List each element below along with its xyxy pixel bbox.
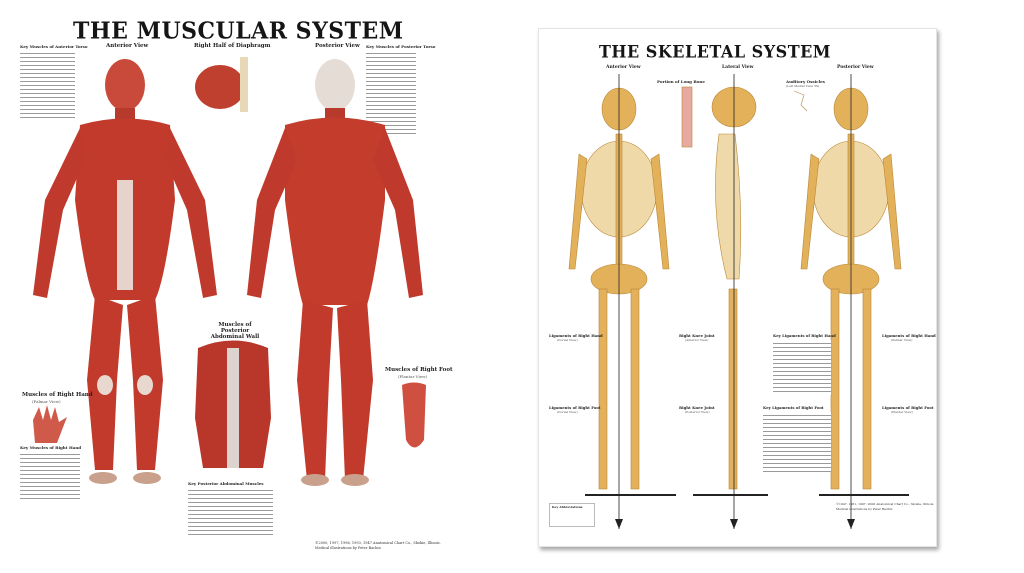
section-label: Lateral View (722, 65, 754, 70)
section-label: Ligaments of Right Foot (882, 405, 934, 410)
section-label: Ligaments of Right Foot (549, 405, 601, 410)
section-label: Muscles of Right Hand (22, 392, 93, 398)
section-sublabel: (Plantar View) (398, 374, 428, 379)
posterior-abdominal-illustration (195, 340, 271, 468)
hand-muscle-illustration (33, 405, 67, 443)
section-label: Anterior View (606, 65, 641, 70)
poster-title: THE MUSCULAR SYSTEM (73, 17, 404, 45)
key-list (20, 50, 75, 120)
section-label: Muscles of Right Foot (385, 367, 453, 373)
section-sublabel: (Dorsal View) (557, 338, 578, 342)
abbreviations-box: Key Abbreviations (549, 503, 595, 527)
section-sublabel: (Plantar View) (891, 410, 913, 414)
section-label: Anterior View (106, 43, 149, 49)
section-sublabel: (Left Medial View 3X) (786, 84, 820, 88)
section-label: Posterior View (315, 43, 360, 49)
copyright: ©1947, 1961, 1997, 2000 Anatomical Chart… (836, 502, 935, 506)
section-label: Right Knee Joint (679, 333, 715, 338)
section-label: Posterior View (837, 65, 874, 70)
key-list (20, 451, 80, 501)
poster-title: THE SKELETAL SYSTEM (599, 41, 831, 62)
key-list (188, 487, 273, 537)
section-label: Muscles of Posterior Abdominal Wall (210, 322, 260, 340)
section-label: Key Ligaments of Right Hand (773, 333, 836, 338)
anterior-muscle-figure (33, 59, 217, 484)
section-label: Key Muscles of Posterior Torso (366, 44, 436, 49)
section-label: Ligaments of Right Hand (549, 333, 603, 338)
section-label: Key Muscles of Anterior Torso (20, 44, 88, 49)
copyright: ©2000, 1997, 1996, 1993, 1947 Anatomical… (315, 541, 441, 545)
skeletal-system-poster: THE SKELETAL SYSTEM Anterior View Portio… (538, 28, 937, 547)
section-sublabel: (Posterior View) (685, 410, 710, 414)
key-list (773, 340, 831, 395)
section-sublabel: (Dorsal View) (557, 410, 578, 414)
key-list (763, 412, 831, 472)
section-label: Right Knee Joint (679, 405, 715, 410)
section-label: Key Posterior Abdominal Muscles (188, 481, 264, 486)
section-label: Key Muscles of Right Hand (20, 445, 82, 450)
skeleton-figures (568, 74, 909, 529)
section-label: Portion of Long Bone (657, 79, 705, 84)
section-sublabel: (Palmar View) (32, 399, 61, 404)
section-sublabel: (Palmar View) (891, 338, 913, 342)
section-label: Key Abbreviations (552, 505, 583, 509)
posterior-muscle-figure (247, 59, 423, 486)
section-sublabel: (Anterior View) (685, 338, 709, 342)
credit: Medical illustrations by Peter Bachin (315, 546, 381, 550)
section-label: Right Half of Diaphragm (194, 43, 271, 49)
section-label: Key Ligaments of Right Foot (763, 405, 824, 410)
key-list (366, 50, 416, 135)
section-label: Ligaments of Right Hand (882, 333, 936, 338)
credit: Medical illustrations by Peter Bachin (836, 507, 893, 511)
foot-muscle-illustration (402, 382, 426, 448)
diaphragm-illustration (195, 57, 248, 112)
muscular-system-poster: THE MUSCULAR SYSTEM Key Muscles of Anter… (20, 17, 453, 550)
section-label: Auditory Ossicles (786, 79, 825, 84)
